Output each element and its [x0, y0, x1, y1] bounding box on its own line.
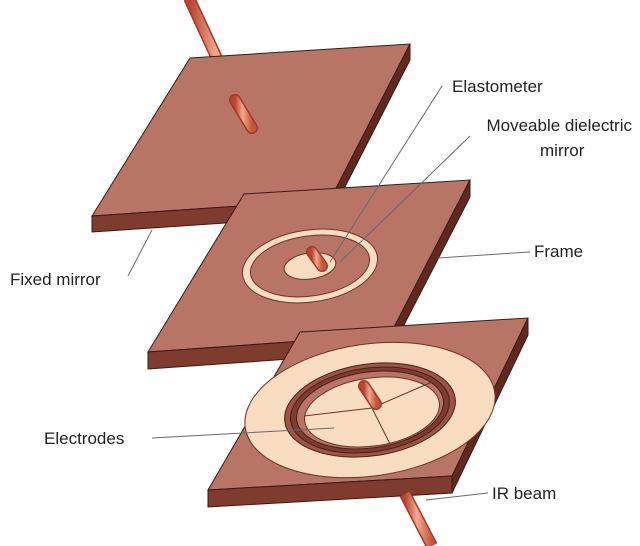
- label-moveable-mirror-line2: mirror: [540, 141, 585, 160]
- frame-plate: [147, 179, 471, 370]
- leader-elastometer: [329, 85, 443, 263]
- label-ir-beam: IR beam: [492, 484, 556, 503]
- leader-fixed-mirror: [127, 229, 153, 277]
- ir-beam-exit-segment: [399, 491, 438, 546]
- label-elastometer: Elastometer: [452, 77, 543, 96]
- ir-beam-on-fixed-mirror: [229, 94, 258, 134]
- leader-ir-beam: [425, 492, 489, 501]
- leader-moveable-mirror: [339, 135, 471, 263]
- electrode-plate: [207, 317, 529, 508]
- electrodes-disc: [303, 376, 441, 448]
- ir-beam-on-moveable-mirror: [306, 246, 328, 272]
- label-moveable-mirror-line1: Moveable dielectric: [486, 116, 632, 135]
- leader-lines: [127, 85, 531, 501]
- leader-frame: [437, 251, 531, 259]
- leader-electrodes: [151, 427, 335, 439]
- ir-beam-on-electrodes: [358, 380, 382, 410]
- label-electrodes: Electrodes: [44, 429, 124, 448]
- label-fixed-mirror: Fixed mirror: [10, 270, 101, 289]
- label-frame: Frame: [534, 242, 583, 261]
